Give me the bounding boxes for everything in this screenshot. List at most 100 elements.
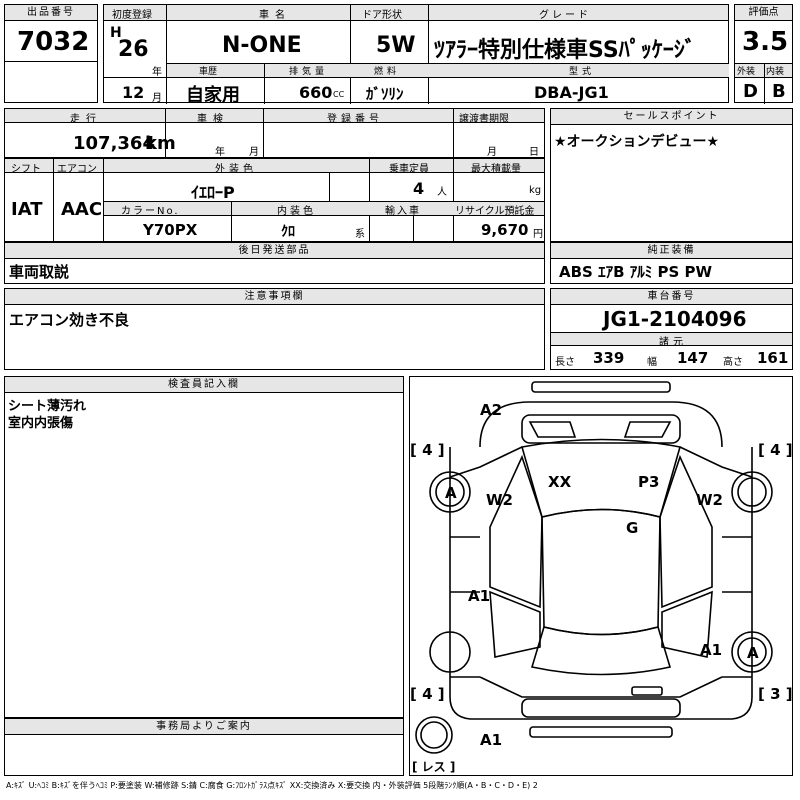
- mark-a1-bottom: A1: [480, 731, 502, 749]
- height: 161: [757, 349, 789, 367]
- later-parts-block: 後日発送部品 車両取説: [4, 242, 545, 284]
- cc-unit: CC: [333, 90, 345, 99]
- car-name: N-ONE: [222, 33, 302, 58]
- inspector-note: 室内内張傷: [8, 416, 74, 431]
- chassis-number: JG1-2104096: [603, 307, 747, 331]
- displacement: 660: [299, 83, 333, 102]
- color-no-label: カラーNo.: [121, 206, 180, 217]
- notes: エアコン効き不良: [9, 311, 130, 329]
- chassis-label: 車台番号: [551, 289, 792, 305]
- reg-year: 26: [118, 37, 149, 62]
- capacity-label: 乗車定員: [389, 164, 429, 175]
- legend: A:ｷｽﾞ U:ﾍｺﾐ B:ｷｽﾞを伴うﾍｺﾐ P:要塗装 W:補修跡 S:錆 …: [6, 781, 538, 790]
- history-label: 車歴: [199, 67, 218, 77]
- ext-color-label: 外装色: [215, 164, 257, 175]
- inspector-note: シート薄汚れ: [8, 399, 87, 414]
- inspection-label: 車検: [197, 114, 229, 125]
- spec-block: シフト エアコン 外装色 乗車定員 最大積載量 IAT AAC ｲｴﾛｰP 4 …: [4, 158, 545, 242]
- max-load-label: 最大積載量: [471, 164, 521, 175]
- fuel-label: 燃料: [374, 67, 401, 77]
- height-label: 高さ: [723, 357, 743, 368]
- displacement-label: 排気量: [289, 67, 329, 77]
- color-no: Y70PX: [143, 221, 198, 239]
- spare-tire: [ レス ]: [412, 760, 455, 774]
- genuine-equipment: ABS ｴｱB ｱﾙﾐ PS PW: [559, 263, 713, 281]
- transfer-day: 日: [529, 147, 539, 158]
- first-reg-label: 初度登録: [112, 10, 152, 21]
- lot-number-label: 出品番号: [5, 5, 97, 21]
- header-block: 出品番号 7032 初度登録 車名 ドア形状 グレード H 26 年 N-ONE…: [4, 4, 793, 106]
- car-name-label: 車名: [259, 10, 291, 21]
- aircon-label: エアコン: [57, 164, 97, 175]
- mark-w2-right: W2: [696, 491, 723, 509]
- yen-unit: 円: [533, 229, 543, 240]
- exterior-label: 外装: [737, 67, 756, 77]
- grade-label: グレード: [539, 10, 591, 21]
- mark-xx: XX: [548, 473, 572, 491]
- fuel: ｶﾞｿﾘﾝ: [366, 85, 404, 103]
- reg-no-label: 登録番号: [327, 114, 383, 125]
- capacity: 4: [413, 179, 425, 198]
- mark-a-right: A: [747, 644, 759, 662]
- interior-grade: B: [772, 81, 786, 102]
- month-unit: 月: [152, 93, 162, 104]
- later-parts-label: 後日発送部品: [5, 243, 544, 259]
- door-label: ドア形状: [362, 10, 402, 21]
- insp-month-unit: 月: [249, 147, 259, 158]
- notes-block: 注意事項欄 エアコン効き不良: [4, 288, 545, 370]
- car-diagram-svg: A2 XX P3 W2 W2 G A1 A1 A1 A A [ 4 ] [ 4 …: [410, 381, 792, 774]
- aircon: AAC: [61, 199, 103, 220]
- insp-year-unit: 年: [215, 147, 225, 158]
- tire-front-right: [ 4 ]: [758, 441, 792, 459]
- length-label: 長さ: [555, 357, 575, 368]
- inspector-block: 検査員記入欄 シート薄汚れ 室内内張傷: [4, 376, 404, 718]
- grade: ﾂｱﾗｰ特別仕様車SSﾊﾟｯｹｰｼﾞ: [434, 38, 696, 63]
- person-unit: 人: [437, 187, 447, 198]
- exterior-grade: D: [743, 81, 758, 102]
- model-type-label: 型式: [569, 67, 596, 77]
- mark-a1-right: A1: [700, 641, 722, 659]
- recycle-label: リサイクル預託金: [455, 206, 535, 217]
- score: 3.5: [742, 27, 789, 57]
- mark-a2: A2: [480, 401, 502, 419]
- mark-g: G: [626, 519, 638, 537]
- chassis-block: 車台番号 JG1-2104096 諸元 長さ 339 幅 147 高さ 161: [550, 288, 793, 370]
- kei-unit: 系: [355, 229, 365, 240]
- mark-a1-left: A1: [468, 587, 490, 605]
- office-block: 事務局よりご案内: [4, 718, 404, 776]
- transfer-label: 譲渡書期限: [459, 114, 509, 125]
- ext-color: ｲｴﾛｰP: [191, 183, 235, 202]
- inspector-label: 検査員記入欄: [5, 377, 403, 393]
- score-label: 評価点: [735, 5, 792, 21]
- car-info-cell: 初度登録 車名 ドア形状 グレード H 26 年 N-ONE 5W ﾂｱﾗｰ特別…: [103, 4, 729, 106]
- int-color-label: 内装色: [277, 206, 316, 217]
- import-label: 輸入車: [385, 206, 421, 217]
- year-unit: 年: [152, 67, 162, 78]
- shift-label: シフト: [11, 164, 41, 175]
- length: 339: [593, 349, 625, 367]
- reg-month: 12: [122, 83, 145, 102]
- notes-label: 注意事項欄: [5, 289, 544, 305]
- width-label: 幅: [647, 357, 657, 368]
- dims-label: 諸元: [659, 337, 687, 348]
- sales-point: ★オークションデビュー★: [554, 134, 720, 150]
- model-type: DBA-JG1: [534, 83, 609, 102]
- lot-number: 7032: [17, 27, 90, 57]
- genuine-block: 純正装備 ABS ｴｱB ｱﾙﾐ PS PW: [550, 242, 793, 284]
- int-color: ｸﾛ: [281, 224, 295, 240]
- car-diagram: A2 XX P3 W2 W2 G A1 A1 A1 A A [ 4 ] [ 4 …: [409, 376, 793, 776]
- tire-rear-right: [ 3 ]: [758, 685, 792, 703]
- sales-point-label: セールスポイント: [551, 109, 792, 125]
- mark-a-left: A: [445, 484, 457, 502]
- history: 自家用: [186, 85, 240, 106]
- lot-number-cell: 出品番号 7032: [4, 4, 98, 103]
- era: H: [110, 25, 122, 41]
- mileage: 107,364: [73, 133, 155, 154]
- sales-point-block: セールスポイント ★オークションデビュー★: [550, 108, 793, 242]
- interior-label: 内装: [766, 67, 785, 77]
- mileage-label: 走行: [70, 114, 102, 125]
- tire-rear-left: [ 4 ]: [410, 685, 445, 703]
- tire-front-left: [ 4 ]: [410, 441, 445, 459]
- door-type: 5W: [376, 33, 416, 58]
- office-label: 事務局よりご案内: [5, 719, 403, 735]
